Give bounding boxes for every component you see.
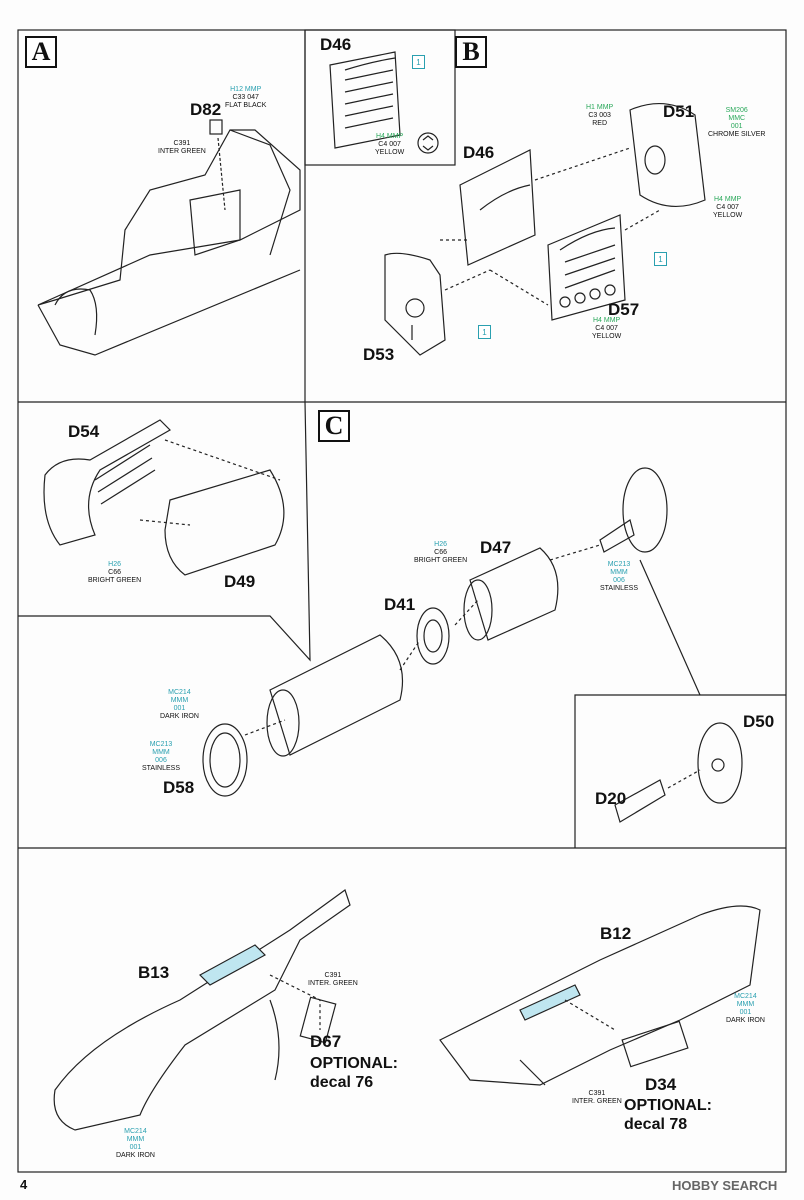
paint-callout-yellow: H4 MMP C4 007 YELLOW	[375, 133, 405, 156]
paint-callout-inter-green: C391 INTER GREEN	[158, 140, 206, 155]
paint-callout-stainless: MC213 MMM 006 STAINLESS	[142, 741, 180, 772]
paint-callout-chrome-silver: SM206 MMC 001 CHROME SILVER	[708, 107, 766, 138]
part-d46: D46	[463, 143, 495, 162]
part-d53: D53	[363, 345, 395, 364]
part-d51: D51	[663, 102, 695, 121]
part-d57: D57	[608, 300, 640, 319]
paint-callout-bright-green: H26 C66 BRIGHT GREEN	[414, 541, 468, 564]
step-badge: 1	[412, 55, 425, 69]
part-b13: B13	[138, 963, 170, 982]
paint-callout-inter-green: C391 INTER. GREEN	[308, 972, 358, 987]
step-badge: 1	[478, 325, 491, 339]
part-d20: D20	[595, 789, 627, 808]
step-badge: 1	[654, 252, 667, 266]
d46-inset-part	[329, 51, 439, 154]
paint-callout-stainless: MC213 MMM 006 STAINLESS	[600, 561, 638, 592]
optional-decal-note: OPTIONAL: decal 76	[310, 1055, 398, 1091]
d54-d49-inset	[43, 419, 285, 576]
paint-callout-yellow: H4 MMP C4 007 YELLOW	[592, 317, 622, 340]
exhaust-assembly	[202, 467, 668, 797]
inset-d46-box	[304, 29, 456, 166]
paint-callout-inter-green: C391 INTER. GREEN	[572, 1090, 622, 1105]
part-b12: B12	[600, 924, 632, 943]
radio-rack-assembly	[384, 102, 706, 356]
paint-callout-bright-green: H26 C66 BRIGHT GREEN	[88, 561, 142, 584]
paint-callout-flat-black: H12 MMP C33 047 FLAT BLACK	[225, 86, 267, 109]
part-d41: D41	[384, 595, 416, 614]
section-b-label: B	[455, 36, 487, 68]
b13-fuselage	[53, 889, 351, 1131]
inset-d54-box	[18, 401, 311, 662]
paint-callout-yellow: H4 MMP C4 007 YELLOW	[713, 196, 743, 219]
b12-fuselage	[439, 905, 761, 1086]
part-d58: D58	[163, 778, 195, 797]
part-d34: D34	[645, 1075, 677, 1094]
inset-d50-pointer	[639, 559, 701, 696]
optional-decal-note: OPTIONAL: decal 78	[624, 1097, 712, 1133]
cockpit-assembly	[37, 119, 301, 356]
paint-callout-dark-iron: MC214 MMM 001 DARK IRON	[116, 1128, 155, 1159]
part-d47: D47	[480, 538, 512, 557]
inset-d50-box	[574, 694, 786, 848]
part-d50: D50	[743, 712, 775, 731]
part-d67: D67	[310, 1032, 342, 1051]
part-d54: D54	[68, 422, 100, 441]
part-d49: D49	[224, 572, 256, 591]
paint-callout-dark-iron: MC214 MMM 001 DARK IRON	[726, 993, 765, 1024]
paint-callout-red: H1 MMP C3 003 RED	[586, 104, 614, 127]
part-d82: D82	[190, 100, 222, 119]
d50-inset	[614, 722, 743, 823]
section-c-label: C	[318, 410, 350, 442]
section-a-label: A	[25, 36, 57, 68]
watermark: HOBBY SEARCH	[672, 1178, 778, 1193]
part-d46-inset: D46	[320, 35, 352, 54]
paint-callout-dark-iron: MC214 MMM 001 DARK IRON	[160, 689, 199, 720]
page-number: 4	[20, 1177, 28, 1192]
